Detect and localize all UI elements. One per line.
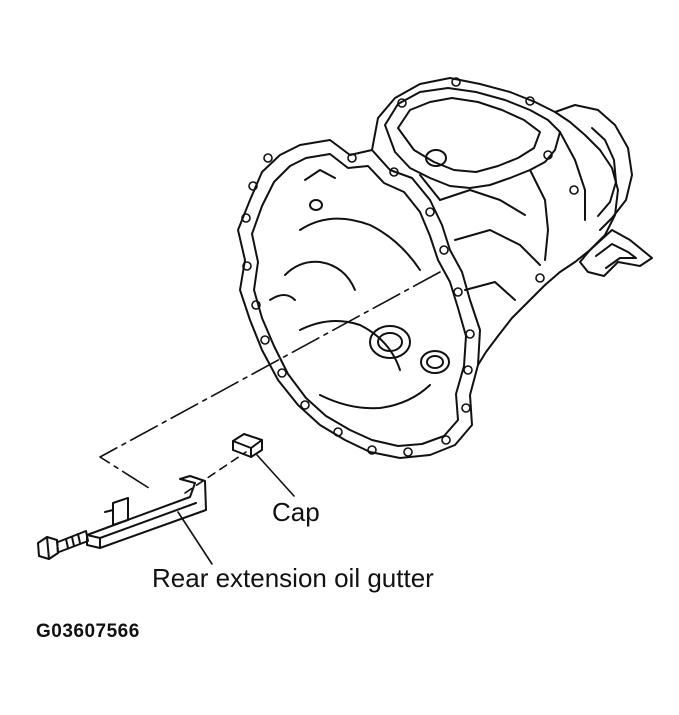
case-rib-5	[439, 189, 526, 216]
case-rib-2	[284, 260, 356, 291]
case-outer-flange	[237, 139, 481, 459]
case-rib-4	[319, 384, 431, 410]
cap-callout-line	[256, 454, 295, 497]
rear-extension-housing	[554, 104, 633, 231]
rear-extension-end	[591, 127, 617, 217]
case-rib-11	[269, 294, 296, 301]
cap-label: Cap	[272, 497, 320, 527]
gutter-callout-line	[177, 511, 213, 565]
top-bore	[425, 149, 447, 167]
case-rib-6	[454, 229, 541, 266]
countershaft-bore	[420, 350, 450, 374]
case-rib-12	[304, 169, 336, 181]
case-rib-8	[419, 174, 441, 201]
figure-code: G03607566	[36, 621, 140, 642]
cap-leader-line	[184, 451, 247, 494]
case-rib-7	[464, 281, 516, 301]
upper-hole	[309, 199, 323, 211]
bolt-leader-line	[99, 271, 441, 491]
oil-gutter-part	[86, 475, 207, 549]
input-shaft-bore-inner	[377, 332, 403, 352]
countershaft-bore-inner	[426, 355, 444, 369]
case-rib-9	[529, 169, 549, 261]
case-top-opening-inner	[397, 97, 541, 173]
rear-extension-oil-gutter-label: Rear extension oil gutter	[152, 563, 434, 593]
case-upper-body	[371, 77, 619, 366]
flange-bolt-holes	[241, 77, 579, 457]
rear-mount-bracket	[579, 229, 653, 277]
case-rib-3	[299, 320, 401, 371]
case-top-opening	[384, 87, 561, 189]
bolt-part	[37, 530, 89, 560]
case-inner-flange	[251, 153, 467, 447]
rear-mount-bracket-detail	[595, 243, 637, 269]
input-shaft-bore	[369, 325, 411, 359]
cap-part	[232, 433, 263, 458]
case-rib-10	[559, 131, 586, 221]
transmission-case	[237, 77, 653, 459]
case-rib-1	[299, 217, 421, 271]
